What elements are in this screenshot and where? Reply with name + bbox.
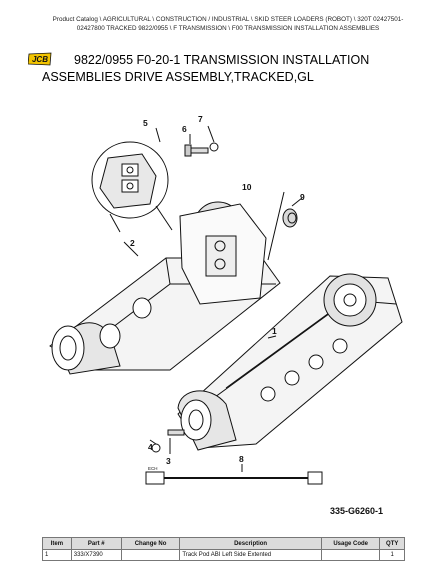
page-title: 9822/0955 F0-20-1 TRANSMISSION INSTALLAT… [42,52,404,84]
header-qty: QTY [379,537,405,550]
parts-table: Item Part # Change No Description Usage … [42,537,405,561]
header-part-number: Part # [70,537,122,550]
callout-8: 8 [239,454,244,464]
breadcrumb-line-1[interactable]: Product Catalog \ AGRICULTURAL \ CONSTRU… [52,16,404,23]
callout-4: 4 [148,442,153,452]
callout-7: 7 [198,114,203,124]
callout-5: 5 [143,118,148,128]
header-description: Description [179,537,322,550]
breadcrumb: Product Catalog \ AGRICULTURAL \ CONSTRU… [48,15,408,33]
callout-2: 2 [130,238,135,248]
callout-1: 1 [272,326,277,336]
figure-reference: 335-G6260-1 [330,506,384,516]
header-change-no: Change No [120,537,181,550]
svg-text:JCB: JCB [32,55,48,64]
harness-connector-left [145,471,165,485]
callout-3: 3 [166,456,171,466]
header-usage-code: Usage Code [320,537,381,550]
title-line-2: ASSEMBLIES DRIVE ASSEMBLY,TRACKED,GL [42,70,314,84]
breadcrumb-line-2[interactable]: 02427800 TRACKED 9822/0955 \ F TRANSMISS… [76,25,380,32]
callout-10: 10 [242,182,252,192]
cell-description: Track Pod ABI Left Side Extented [179,549,322,561]
cell-part-number[interactable]: 333/X7390 [70,549,122,561]
cell-change-no [120,549,181,561]
exploded-parts-diagram: 5 6 7 10 9 2 1 4 3 8 ECH [49,114,403,485]
parts-table-header-row: Item Part # Change No Description Usage … [42,537,405,550]
harness-connector-right [307,471,323,485]
jcb-logo: JCB [28,52,52,66]
cell-item: 1 [42,549,72,561]
cell-usage-code [320,549,381,561]
callout-9: 9 [300,192,305,202]
connector-label: ECH [148,466,158,471]
table-row[interactable]: 1 333/X7390 Track Pod ABI Left Side Exte… [42,549,405,561]
cell-qty: 1 [379,549,405,561]
title-line-1: 9822/0955 F0-20-1 TRANSMISSION INSTALLAT… [74,53,370,67]
header-item: Item [42,537,72,550]
callout-6: 6 [182,124,187,134]
